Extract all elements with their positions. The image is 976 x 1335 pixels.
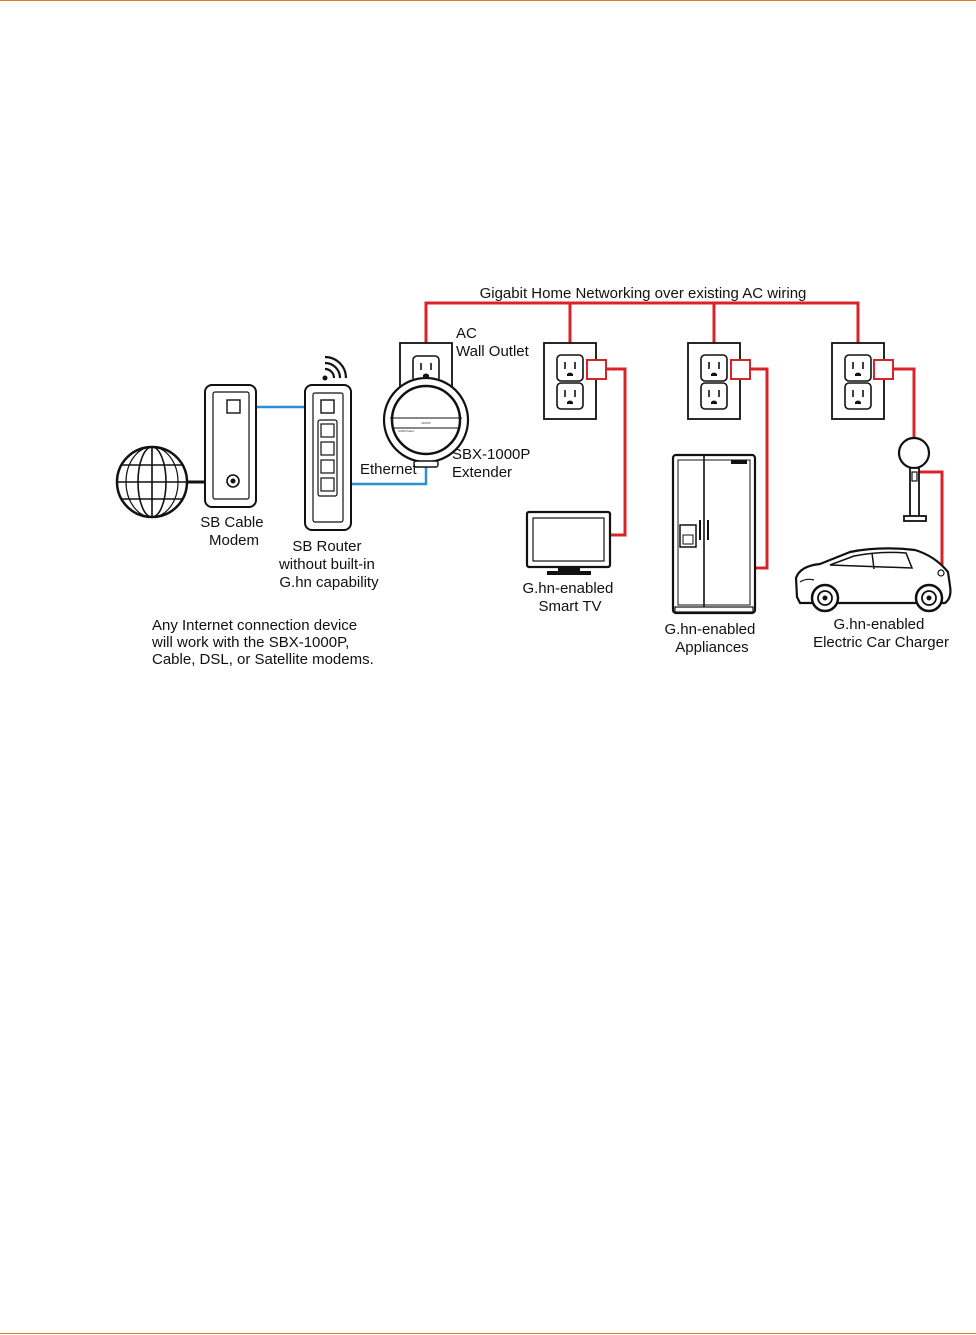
car-charger-icon [897, 436, 931, 522]
outlet-tv [543, 342, 607, 420]
appliances-label: G.hn-enabled Appliances [664, 621, 759, 656]
top-rule [0, 0, 976, 1]
car-charger-label: G.hn-enabled Electric Car Charger [813, 616, 949, 651]
bottom-rule [0, 1333, 976, 1334]
router-icon [304, 384, 352, 531]
fridge-power-cable [750, 367, 769, 570]
ac-wiring [424, 301, 944, 570]
car-power-cable [918, 470, 944, 565]
tv-label: G.hn-enabled Smart TV [522, 580, 617, 615]
car-icon [794, 547, 952, 613]
cable-modem-label: SB Cable Modem [200, 514, 268, 549]
outlet-charger [831, 342, 894, 420]
wifi-icon [322, 355, 348, 381]
extender-sub: SURFboard [398, 429, 414, 433]
tv-power-cable [606, 367, 627, 537]
ac-outlet-label: AC Wall Outlet [456, 325, 530, 360]
cable-modem-icon [204, 384, 257, 508]
refrigerator-icon [671, 453, 757, 615]
extender-icon: ARRIS SURFboard [382, 376, 470, 468]
router-label: SB Router without built-in G.hn capabili… [278, 538, 379, 591]
router-extender-cable [328, 461, 428, 486]
extender-label: SBX-1000P Extender [452, 446, 534, 481]
outlet-appliances [687, 342, 751, 420]
gigabit-label: Gigabit Home Networking over existing AC… [480, 285, 807, 302]
globe-icon [115, 445, 189, 519]
charger-power-cable [893, 367, 916, 437]
ethernet-label: Ethernet [360, 461, 418, 478]
internet-device-note: Any Internet connection device will work… [151, 617, 374, 668]
ac-wiring-bus [424, 301, 860, 343]
smart-tv-icon [525, 510, 612, 575]
extender-brand: ARRIS [421, 421, 430, 425]
